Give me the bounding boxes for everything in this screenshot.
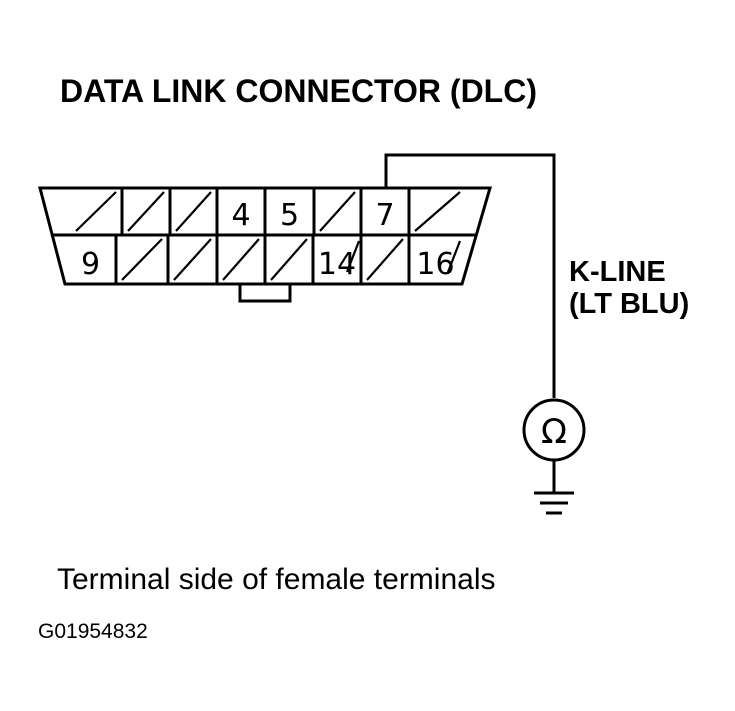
cell-dividers <box>114 188 411 284</box>
bottom-row-empty-pin-slash <box>173 238 212 281</box>
ohmmeter-icon: Ω <box>522 398 586 462</box>
diagram-title: DATA LINK CONNECTOR (DLC) <box>60 73 537 109</box>
bottom-row-partial-slash <box>446 240 462 273</box>
bottom-row-empty-pin-slash <box>121 238 163 281</box>
figure-id: G01954832 <box>38 620 148 643</box>
caption: Terminal side of female terminals <box>57 563 496 596</box>
bottom-row-partial-slash <box>345 240 361 273</box>
top-row-empty-pin-slash <box>75 191 117 232</box>
empty-pin-slashes <box>75 191 462 281</box>
pin-label-5: 5 <box>280 198 299 233</box>
connector-outline <box>38 186 492 286</box>
pin-label-14: 14 <box>318 247 356 282</box>
connector-key-tab <box>238 284 292 303</box>
pin-label-16: 16 <box>416 247 454 282</box>
ground-icon <box>534 491 574 515</box>
pin-label-7: 7 <box>375 198 394 233</box>
wire-name-label: K-LINE <box>569 256 666 288</box>
k-line-wire <box>384 153 556 398</box>
pin-label-9: 9 <box>81 247 100 282</box>
top-row-empty-pin-slash <box>319 191 356 232</box>
top-row-empty-pin-slash <box>414 191 461 232</box>
pin-label-4: 4 <box>231 198 250 233</box>
bottom-row-empty-pin-slash <box>366 238 404 281</box>
bottom-row-empty-pin-slash <box>222 238 260 281</box>
top-row-empty-pin-slash <box>127 191 165 232</box>
top-row-empty-pin-slash <box>175 191 212 232</box>
wire-color-label: (LT BLU) <box>569 288 689 320</box>
bottom-row-empty-pin-slash <box>270 238 308 281</box>
ohm-symbol: Ω <box>541 412 567 452</box>
